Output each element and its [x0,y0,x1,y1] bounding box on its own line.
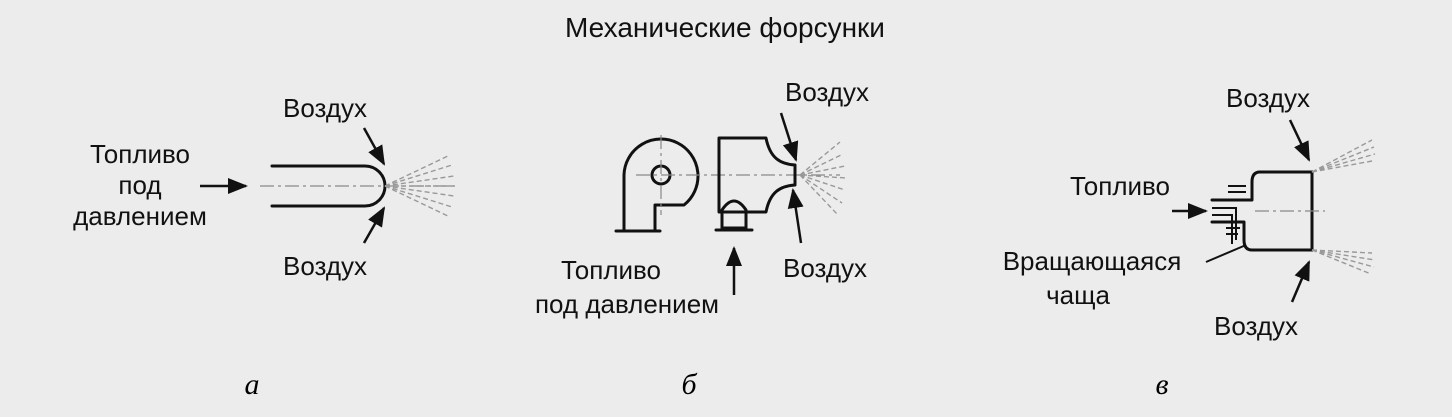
panel-c-shaft-1 [1212,207,1237,240]
panel-c-cup-lower [1210,220,1314,252]
panel-a: Топливо под давлением Воздух Воздух а [73,93,455,401]
panel-c-fuel: Топливо [1070,171,1170,201]
panel-a-letter: а [245,368,260,401]
panel-c-shaft-2 [1212,214,1233,244]
panel-c-cup-line-1: Вращающаяся [1003,246,1182,276]
panel-c-air-top-arrow [1288,119,1311,162]
panel-b-air-top-arrow [779,112,799,162]
panel-b-spray [799,141,847,216]
panel-c-cup-upper [1210,170,1314,202]
panel-a-nozzle-tube [270,164,387,208]
panel-b-air-bottom: Воздух [783,253,867,283]
panel-a-fuel-line-1: Топливо [90,139,190,169]
panel-b-nozzle-body [717,136,797,214]
diagram-title: Механические форсунки [565,12,885,43]
panel-c-air-top: Воздух [1226,83,1310,113]
panel-b: Воздух Воздух Топливо под давлением б [535,77,869,401]
panel-a-fuel-line-3: давлением [73,201,207,231]
panel-b-air-top: Воздух [785,77,869,107]
panel-a-fuel-line-2: под [118,170,161,200]
panel-a-air-bottom: Воздух [283,251,367,281]
panel-c-cup-line-2: чаща [1046,280,1110,310]
panel-b-letter: б [681,368,697,401]
panel-c-air-bottom-arrow [1290,260,1311,303]
panel-b-fuel-inlet [720,199,748,230]
panel-c-spray-bottom [1311,249,1376,275]
panel-b-pump-volute [622,137,700,232]
panel-a-air-top-arrow [362,127,386,166]
panel-a-air-top: Воздух [283,93,367,123]
panel-a-air-bottom-arrow [362,206,386,244]
panel-c-letter: в [1155,368,1168,401]
panel-c-cup-leader [1205,244,1247,263]
panel-b-air-bottom-arrow [787,188,804,244]
panel-c-air-bottom: Воздух [1214,311,1298,341]
panel-c-spray-top [1311,139,1376,173]
panel-c: Воздух Топливо Вращающаяся [1003,83,1376,401]
panel-b-fuel-line-2: под давлением [535,289,719,319]
panel-a-spray [384,154,455,218]
panel-b-fuel-line-1: Топливо [561,255,661,285]
